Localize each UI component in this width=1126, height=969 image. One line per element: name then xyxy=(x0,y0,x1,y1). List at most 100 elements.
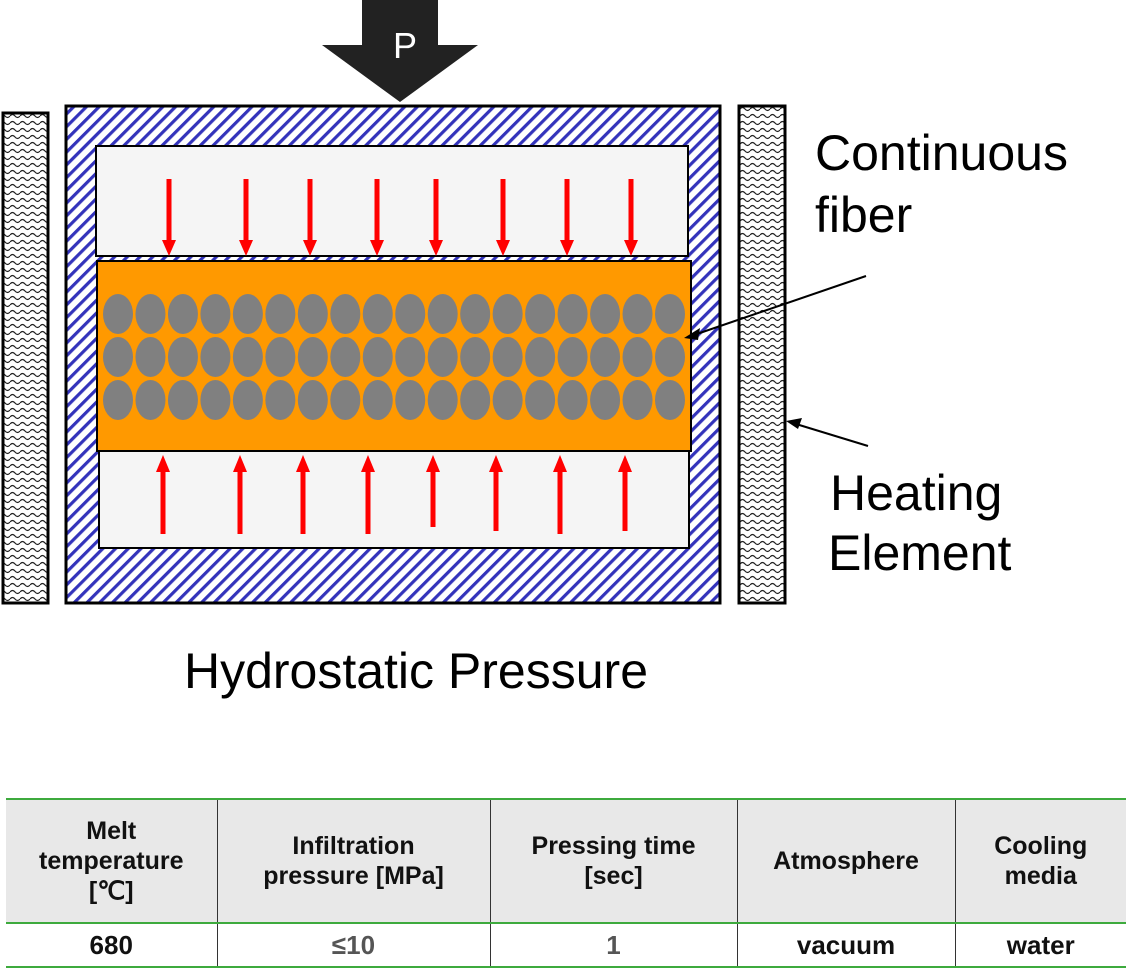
fiber-leader-line xyxy=(684,275,867,340)
pressure-arrow-up xyxy=(156,455,170,534)
pressure-arrows-up xyxy=(156,455,632,534)
fiber xyxy=(200,380,231,420)
fiber xyxy=(362,337,393,377)
hydrostatic-pressure-diagram: P Continuous fiber Heating Element Hydro… xyxy=(1,0,1068,699)
diagram-title: Hydrostatic Pressure xyxy=(184,643,648,699)
fiber xyxy=(525,337,556,377)
fiber xyxy=(460,337,491,377)
pressure-arrow-up xyxy=(489,455,503,531)
fiber-array xyxy=(103,294,685,420)
fiber xyxy=(167,380,198,420)
fiber xyxy=(460,294,491,334)
fiber xyxy=(297,294,328,334)
fiber xyxy=(200,294,231,334)
cell-melt-temperature: 680 xyxy=(6,923,218,967)
fiber xyxy=(265,294,296,334)
fiber xyxy=(525,380,556,420)
fiber xyxy=(622,337,653,377)
fiber xyxy=(265,380,296,420)
fiber xyxy=(557,337,588,377)
fiber xyxy=(655,380,685,420)
fiber xyxy=(460,380,491,420)
cell-pressing-time: 1 xyxy=(489,923,738,967)
fiber xyxy=(330,294,361,334)
fiber xyxy=(395,380,426,420)
fiber xyxy=(395,294,426,334)
header-atmosphere: Atmosphere xyxy=(736,799,956,923)
pressure-arrow-up xyxy=(426,455,440,527)
fiber xyxy=(525,294,556,334)
heater-leader-line xyxy=(786,418,869,447)
fiber xyxy=(200,337,231,377)
heater-label-line1: Heating xyxy=(830,465,1002,521)
fiber xyxy=(135,380,166,420)
fiber xyxy=(265,337,296,377)
fiber xyxy=(492,380,523,420)
fiber xyxy=(232,337,263,377)
fiber-label-line1: Continuous xyxy=(815,125,1068,181)
fiber xyxy=(103,294,133,334)
pressure-arrow-down xyxy=(496,179,510,256)
fiber xyxy=(103,380,133,420)
pressure-arrow-up xyxy=(296,455,310,534)
fiber xyxy=(492,337,523,377)
fiber xyxy=(590,294,621,334)
heating-element-right xyxy=(737,104,787,605)
fiber xyxy=(167,337,198,377)
pressure-arrow-down xyxy=(429,179,443,256)
fiber xyxy=(232,380,263,420)
upper-chamber xyxy=(95,145,689,257)
pressure-arrow-down xyxy=(239,179,253,256)
fiber xyxy=(492,294,523,334)
fiber xyxy=(427,337,458,377)
fiber xyxy=(103,337,133,377)
pressure-arrow-down xyxy=(624,179,638,256)
fiber xyxy=(622,294,653,334)
pressure-arrow-up xyxy=(618,455,632,531)
fiber xyxy=(297,337,328,377)
fiber xyxy=(395,337,426,377)
fiber xyxy=(330,380,361,420)
fiber xyxy=(655,294,685,334)
pressure-arrow-up xyxy=(553,455,567,534)
cell-atmosphere: vacuum xyxy=(736,923,956,967)
fiber xyxy=(557,380,588,420)
pressure-arrow-down xyxy=(303,179,317,256)
header-pressing-time: Pressing time[sec] xyxy=(489,799,738,923)
table-row: 680 ≤10 1 vacuum water xyxy=(6,923,1126,967)
fiber xyxy=(330,337,361,377)
fiber-label-line2: fiber xyxy=(815,187,912,243)
fiber xyxy=(362,380,393,420)
press-arrow: P xyxy=(322,0,478,102)
heater-label-line2: Element xyxy=(828,525,1012,581)
pressure-arrows-down xyxy=(162,179,638,256)
fiber xyxy=(362,294,393,334)
pressure-arrow-down xyxy=(370,179,384,256)
press-arrow-label: P xyxy=(393,25,417,66)
fiber xyxy=(135,337,166,377)
fiber xyxy=(297,380,328,420)
pressure-arrow-down xyxy=(162,179,176,256)
fiber xyxy=(557,294,588,334)
fiber xyxy=(590,337,621,377)
lower-chamber xyxy=(98,450,690,549)
pressure-arrow-up xyxy=(361,455,375,534)
fiber xyxy=(427,380,458,420)
pressure-arrow-down xyxy=(560,179,574,256)
heating-element-left xyxy=(1,111,50,605)
cell-infiltration-pressure: ≤10 xyxy=(216,923,491,967)
pressure-arrow-up xyxy=(233,455,247,534)
fiber xyxy=(622,380,653,420)
fiber xyxy=(167,294,198,334)
fiber xyxy=(135,294,166,334)
fiber xyxy=(590,380,621,420)
fiber xyxy=(655,337,685,377)
fiber xyxy=(232,294,263,334)
fiber xyxy=(427,294,458,334)
cell-cooling-media: water xyxy=(954,923,1126,967)
